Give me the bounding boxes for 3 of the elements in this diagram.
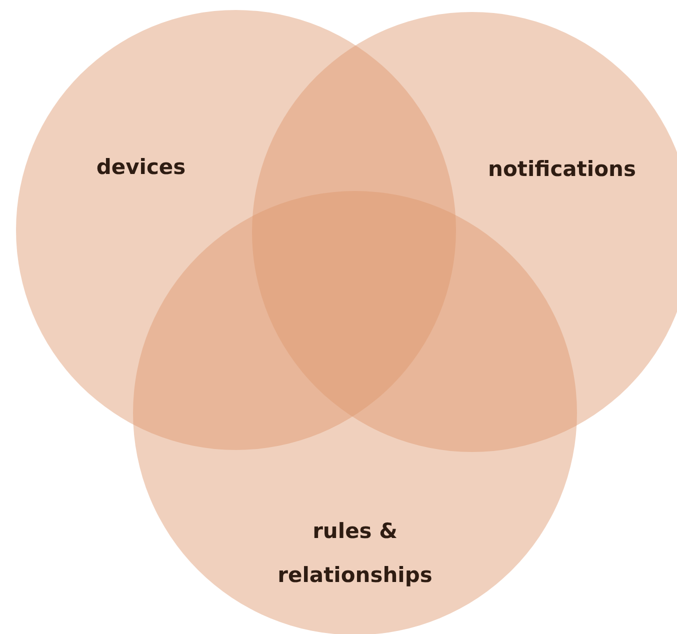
set-label: notifications bbox=[487, 156, 637, 183]
set-label: rules & relationships bbox=[276, 518, 434, 589]
set-label: devices bbox=[95, 154, 187, 181]
